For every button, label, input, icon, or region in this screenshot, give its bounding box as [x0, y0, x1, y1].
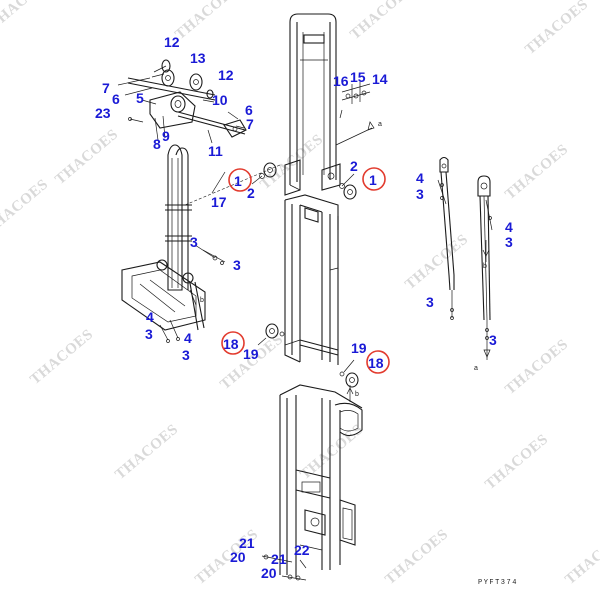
chain-assembly-left: [437, 156, 455, 320]
callout-label: 6: [245, 102, 253, 118]
watermark: THACOES: [562, 526, 600, 588]
callout-label: 4: [146, 309, 154, 325]
highlight-ring: [221, 331, 245, 355]
callout-label: 3: [182, 347, 190, 363]
watermark: THACOES: [402, 231, 471, 293]
watermark: THACOES: [0, 176, 51, 238]
callout-label: 12: [218, 67, 234, 83]
callout-label: 8: [153, 136, 161, 152]
watermark: THACOES: [502, 336, 571, 398]
callout-label: 3: [190, 234, 198, 250]
crosshead-assembly: [117, 59, 247, 144]
watermark: THACOES: [482, 431, 551, 493]
lower-mast: b: [261, 384, 363, 581]
callout-label: 21: [271, 551, 287, 567]
highlight-ring: [228, 168, 252, 192]
callout-label: 3: [416, 186, 424, 202]
callout-label: 23: [95, 105, 111, 121]
callout-label: 10: [212, 92, 228, 108]
chain-assembly-right: b a: [474, 175, 493, 372]
highlight-ring: [362, 167, 386, 191]
callout-label: 19: [351, 340, 367, 356]
callout-label: 17: [211, 194, 227, 210]
callout-label: 12: [164, 34, 180, 50]
callout-label: 3: [233, 257, 241, 273]
arrow-marker-b: b: [355, 391, 359, 398]
callout-label: 2: [247, 185, 255, 201]
watermark: THACOES: [347, 0, 416, 43]
callout-label: 11: [208, 143, 223, 159]
callout-label: 16: [333, 73, 349, 89]
arrow-marker-b: b: [483, 263, 487, 270]
callout-label: 3: [505, 234, 513, 250]
watermark: THACOES: [0, 0, 55, 33]
callout-labels: 12 13 7 12 6 5 10 23 9 8 6 7 11 16 15 14…: [95, 34, 513, 581]
callout-label: 4: [184, 330, 192, 346]
watermark: THACOES: [172, 0, 241, 43]
callout-label: 15: [350, 69, 366, 85]
callout-label: 13: [190, 50, 206, 66]
callout-label: 1: [369, 172, 377, 188]
arrow-b-left: b: [189, 289, 204, 306]
highlight-ring: [366, 350, 390, 374]
watermark: THACOES: [27, 326, 96, 388]
callout-label: 7: [246, 116, 254, 132]
callout-label: 21: [239, 535, 255, 551]
watermark: THACOES: [382, 526, 451, 588]
callout-label: 20: [230, 549, 246, 565]
callout-label: 4: [505, 219, 513, 235]
arrow-marker-a: a: [474, 365, 478, 372]
callout-label: 1: [234, 173, 242, 189]
callout-label: 5: [136, 90, 144, 106]
callout-label: 9: [162, 128, 170, 144]
lift-cylinder: [121, 144, 281, 343]
callout-label: 14: [372, 71, 388, 87]
watermark: THACOES: [297, 421, 366, 483]
callout-label: 3: [489, 332, 497, 348]
inner-mast: [257, 194, 359, 388]
callout-label: 3: [145, 326, 153, 342]
callout-label: 18: [368, 355, 384, 371]
watermark: THACOES: [52, 126, 121, 188]
callout-label: 6: [112, 91, 120, 107]
callout-label: 7: [102, 80, 110, 96]
callout-label: 20: [261, 565, 277, 581]
callout-label: 19: [243, 346, 259, 362]
callout-label: 2: [350, 158, 358, 174]
watermark: THACOES: [112, 421, 181, 483]
outer-mast: a: [251, 13, 382, 200]
drawing-code: PYFT374: [478, 579, 518, 587]
highlight-rings: [221, 167, 390, 374]
callout-label: 3: [426, 294, 434, 310]
watermark: THACOES: [522, 0, 591, 58]
arrow-marker-b: b: [200, 297, 204, 304]
callout-label: 4: [416, 170, 424, 186]
arrow-marker-a: a: [378, 121, 382, 128]
watermark: THACOES: [502, 141, 571, 203]
callout-label: 18: [223, 336, 239, 352]
callout-label: 22: [294, 542, 310, 558]
